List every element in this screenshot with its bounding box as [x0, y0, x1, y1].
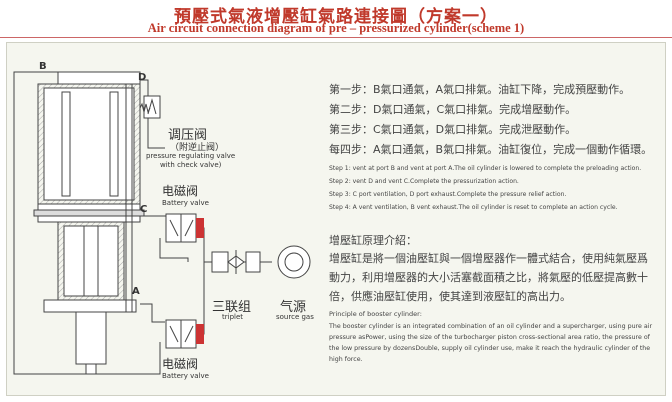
port-c-label: C	[140, 204, 148, 215]
principle-title-en: Principle of booster cylinder:	[329, 310, 422, 318]
solenoid-bottom-label-cn: 电磁阀	[162, 357, 199, 371]
step-cn: 第二步：D氣口通氣，C氣口排氣。完成增壓動作。	[329, 103, 577, 116]
title-chinese: 預壓式氣液增壓缸氣路連接圖（方案一）	[174, 7, 498, 27]
solenoid-bottom-label-en: Battery valve	[162, 372, 209, 380]
solenoid-top-label-en: Battery valve	[162, 199, 209, 207]
header: 預壓式氣液增壓缸氣路連接圖（方案一） Air circuit connectio…	[0, 0, 672, 38]
pressure-valve-sublabel-cn: （附逆止阀）	[170, 143, 225, 153]
solenoid-valve-top	[165, 213, 204, 243]
step-en: Step 1: vent at port B and vent at port …	[329, 165, 642, 172]
gas-source-label-cn: 气源	[280, 300, 307, 315]
pressure-valve-label-cn: 调压阀	[168, 128, 208, 143]
triplet-label-cn: 三联组	[212, 300, 252, 315]
gas-source	[277, 245, 311, 279]
pressure-valve-label-en: pressure regulating valve	[146, 152, 236, 160]
port-d-label: D	[138, 72, 147, 83]
gas-source-label-en: source gas	[276, 313, 314, 321]
step-cn: 每四步：A氣口通氣，B氣口排氣。油缸復位，完成一個動作循環。	[329, 143, 653, 156]
steps-chinese: 第一步：B氣口通氣，A氣口排氣。油缸下降，完成預壓動作。 第二步：D氣口通氣，C…	[329, 80, 652, 160]
port-b-label: B	[39, 61, 47, 72]
step-en: Step 2: vent D and vent C.Complete the p…	[329, 178, 519, 185]
pressure-regulating-valve	[139, 95, 161, 119]
step-cn: 第一步：B氣口通氣，A氣口排氣。油缸下降，完成預壓動作。	[329, 83, 631, 96]
step-en: Step 4: A vent ventilation, B vent exhau…	[329, 204, 618, 211]
air-triplet-unit	[211, 250, 261, 274]
title-english: Air circuit connection diagram of pre – …	[147, 21, 525, 35]
principle-text-cn: 增壓缸是將一個油壓缸與一個增壓器作一體式結合，使用純氣壓爲動力，利用增壓器的大小…	[329, 252, 648, 303]
pressure-valve-sublabel-en: with check valve)	[160, 161, 222, 169]
step-en: Step 3: C port ventilation, D port exhau…	[329, 191, 567, 198]
solenoid-top-label-cn: 电磁阀	[162, 184, 199, 198]
header-divider	[0, 37, 672, 38]
step-cn: 第三步：C氣口通氣，D氣口排氣。完成泄壓動作。	[329, 123, 577, 136]
booster-cylinder	[33, 71, 145, 375]
triplet-label-en: triplet	[222, 313, 244, 321]
principle-title-cn: 增壓缸原理介紹：	[329, 234, 417, 247]
steps-english: Step 1: vent at port B and vent at port …	[329, 162, 641, 214]
principle-text-en: The booster cylinder is an integrated co…	[329, 323, 653, 363]
port-a-label: A	[132, 286, 140, 297]
solenoid-valve-bottom	[165, 319, 204, 349]
